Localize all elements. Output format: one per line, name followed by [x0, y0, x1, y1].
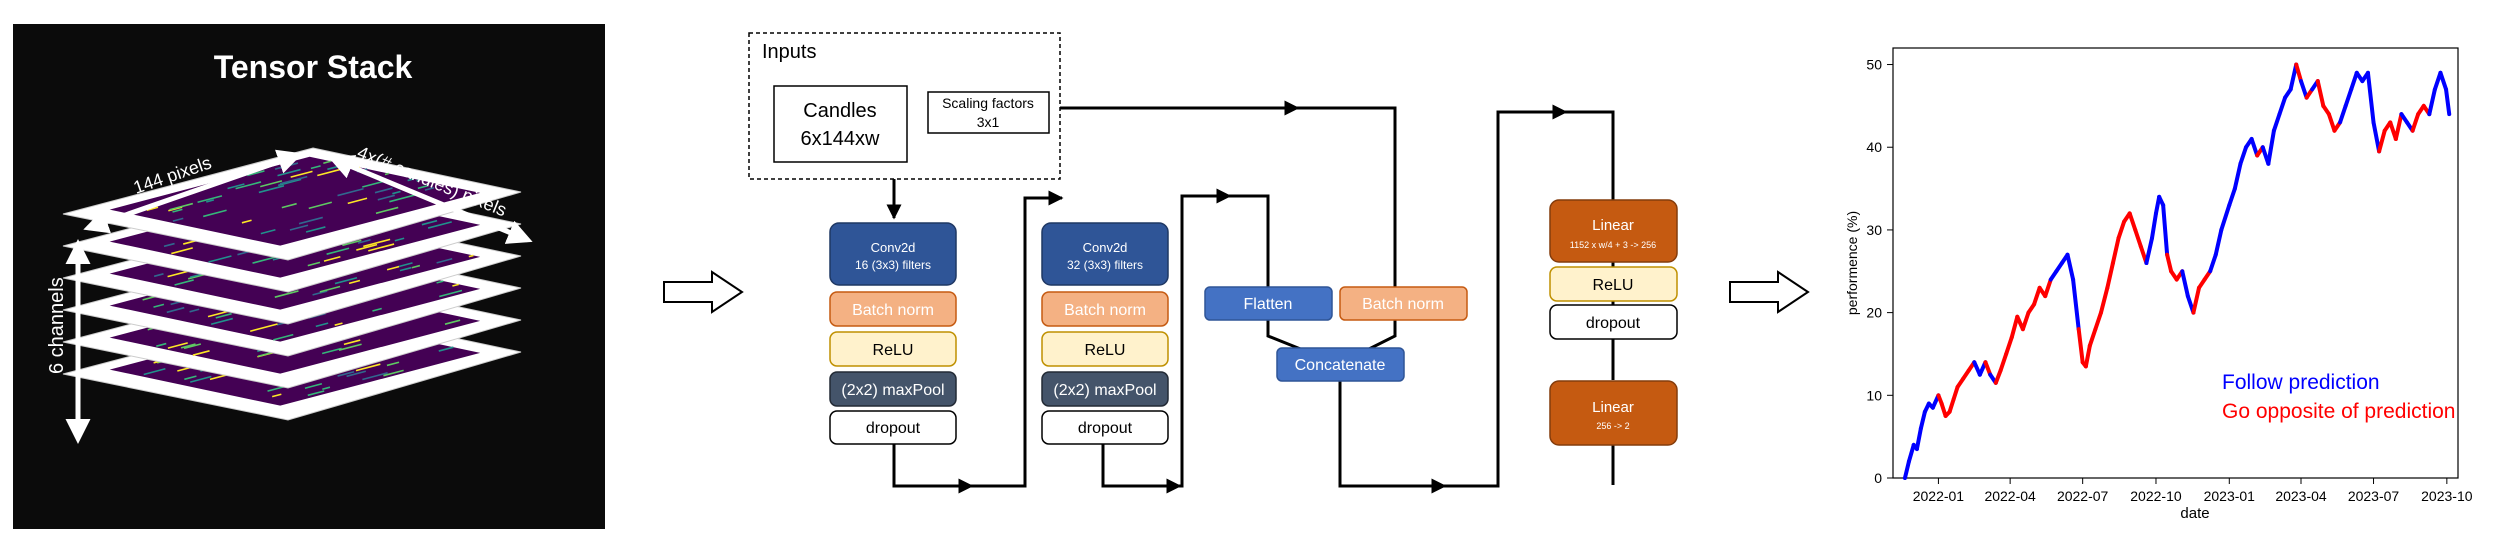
inputs-label: Inputs — [762, 41, 816, 63]
flatten-label: Flatten — [1244, 296, 1293, 313]
tensor-stack-panel: Tensor Stack 144 pixels 4x(# candles) pi… — [13, 24, 605, 529]
y-tick-label: 0 — [1874, 470, 1882, 486]
x-tick-label: 2022-10 — [2130, 488, 2182, 504]
linear-1-dims: 1152 x w/4 + 3 -> 256 — [1570, 240, 1656, 250]
linear-2-dims: 256 -> 2 — [1596, 421, 1629, 431]
dropout-2-label: dropout — [1078, 420, 1133, 437]
tensor-stack-figure: Tensor Stack 144 pixels 4x(# candles) pi… — [13, 24, 605, 529]
y-axis-label: performence (%) — [1844, 211, 1860, 315]
linear-2-label: Linear — [1592, 399, 1634, 416]
x-tick-label: 2023-07 — [2348, 488, 2400, 504]
batch-norm-2-label: Batch norm — [1064, 302, 1146, 319]
x-tick-label: 2022-07 — [2057, 488, 2109, 504]
arrow-into-network — [664, 272, 742, 312]
y-tick-label: 40 — [1866, 139, 1882, 155]
x-tick-label: 2023-10 — [2421, 488, 2473, 504]
concatenate-label: Concatenate — [1295, 357, 1386, 374]
batch-norm-3-label: Batch norm — [1362, 296, 1444, 313]
conv2-label: Conv2d — [1083, 240, 1128, 255]
tensor-stack-title: Tensor Stack — [214, 49, 413, 85]
maxpool-1-label: (2x2) maxPool — [841, 382, 944, 399]
maxpool-2-label: (2x2) maxPool — [1053, 382, 1156, 399]
architecture-diagram: Inputs Candles 6x144xw Scaling factors 3… — [650, 0, 1830, 549]
candles-shape: 6x144xw — [801, 128, 880, 150]
relu-2-label: ReLU — [1085, 342, 1126, 359]
architecture-figure: Inputs Candles 6x144xw Scaling factors 3… — [650, 0, 1830, 549]
performance-chart: 0 10 20 30 40 50 2022-01 2022-04 2022-07 2022-10… — [1830, 0, 2510, 549]
x-axis-label: date — [2180, 505, 2209, 522]
y-tick-label: 30 — [1866, 222, 1882, 238]
y-tick-label: 20 — [1866, 305, 1882, 321]
dropout-1-label: dropout — [866, 420, 921, 437]
x-tick-label: 2023-01 — [2204, 488, 2256, 504]
x-axis-ticks: 2022-01 2022-04 2022-07 2022-10 2023-01 2023-… — [1913, 478, 2473, 504]
x-tick-label: 2022-01 — [1913, 488, 1965, 504]
relu-3-label: ReLU — [1593, 277, 1634, 294]
relu-1-label: ReLU — [873, 342, 914, 359]
scaling-label: Scaling factors — [942, 95, 1034, 111]
candles-box — [774, 86, 907, 162]
channels-label: 6 channels — [46, 277, 68, 374]
linear-1-label: Linear — [1592, 217, 1634, 234]
dropout-3-label: dropout — [1586, 315, 1641, 332]
y-axis-ticks: 0 10 20 30 40 50 — [1866, 57, 1893, 486]
conv2-filters: 32 (3x3) filters — [1067, 258, 1143, 272]
candles-label: Candles — [803, 100, 876, 122]
conv1-label: Conv2d — [871, 240, 916, 255]
scaling-shape: 3x1 — [977, 114, 1000, 130]
batch-norm-1-label: Batch norm — [852, 302, 934, 319]
arrow-into-chart — [1730, 272, 1808, 312]
legend-opposite: Go opposite of prediction — [2222, 400, 2455, 423]
y-tick-label: 50 — [1866, 57, 1882, 73]
legend-follow: Follow prediction — [2222, 371, 2380, 394]
performance-chart-svg: 0 10 20 30 40 50 2022-01 2022-04 2022-07 2022-10… — [1830, 0, 2510, 549]
x-tick-label: 2023-04 — [2275, 488, 2327, 504]
conv1-filters: 16 (3x3) filters — [855, 258, 931, 272]
y-tick-label: 10 — [1866, 387, 1882, 403]
x-tick-label: 2022-04 — [1984, 488, 2036, 504]
